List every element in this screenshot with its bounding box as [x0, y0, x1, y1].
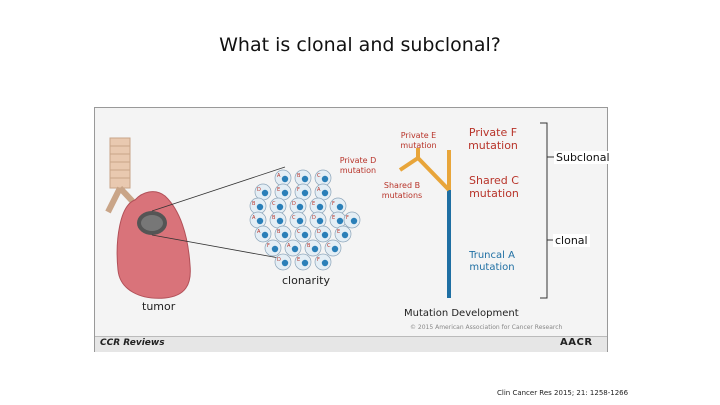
cell-letter: B	[252, 201, 256, 207]
cell-nucleus	[316, 203, 324, 211]
cell-letter: A	[277, 173, 281, 179]
cell-letter: B	[277, 229, 281, 235]
cell-nucleus	[276, 217, 284, 225]
mutation-development-label: Mutation Development	[404, 308, 519, 319]
cell-nucleus	[281, 231, 289, 239]
cell-letter: B	[272, 215, 276, 221]
cell-letter: F	[346, 215, 349, 221]
cell-nucleus	[276, 203, 284, 211]
cell-nucleus	[336, 203, 344, 211]
cell-letter: E	[312, 201, 315, 207]
tumor-cell-cluster: A B C D E F A B C D E F A B C D E F A B C D E F A B C D E F	[249, 169, 361, 271]
shared-c-label: Shared C mutation	[469, 174, 519, 200]
cell-letter: A	[287, 243, 291, 249]
cell-nucleus	[321, 175, 329, 183]
cell-nucleus	[261, 231, 269, 239]
cell-letter: C	[292, 215, 296, 221]
cell-letter: B	[297, 173, 301, 179]
cell-nucleus	[321, 189, 329, 197]
cell-letter: D	[312, 215, 316, 221]
private-d-label: Private D mutation	[339, 156, 377, 175]
shared-b-label: Shared B mutations	[381, 181, 423, 200]
cell-nucleus	[281, 189, 289, 197]
cell-nucleus	[296, 203, 304, 211]
cell-nucleus	[256, 203, 264, 211]
cell-letter: E	[297, 257, 300, 263]
cell-nucleus	[336, 217, 344, 225]
cell-nucleus	[301, 259, 309, 267]
cell-nucleus	[331, 245, 339, 253]
trachea-icon	[105, 137, 139, 214]
cell-letter: A	[257, 229, 261, 235]
cell-letter: F	[317, 257, 320, 263]
cell-letter: C	[317, 173, 321, 179]
private-f-label: Private F mutation	[468, 126, 518, 152]
cell-letter: F	[297, 187, 300, 193]
cell-nucleus	[301, 175, 309, 183]
tumor-icon	[137, 211, 167, 235]
cell-nucleus	[281, 259, 289, 267]
private-e-label: Private E mutation	[400, 131, 437, 150]
lung-icon	[116, 191, 191, 299]
clonarity-label: clonarity	[282, 274, 330, 287]
cell-nucleus	[291, 245, 299, 253]
publisher-logo: AACR	[560, 337, 593, 348]
citation: Clin Cancer Res 2015; 21: 1258-1266	[497, 389, 629, 397]
cell-letter: F	[332, 201, 335, 207]
cell-nucleus	[261, 189, 269, 197]
cell-nucleus	[296, 217, 304, 225]
cell-letter: A	[252, 215, 256, 221]
cell-nucleus	[311, 245, 319, 253]
cell-nucleus	[256, 217, 264, 225]
footer-left-text: CCR Reviews	[100, 338, 165, 348]
slide-title: What is clonal and subclonal?	[219, 34, 501, 56]
cell-nucleus	[301, 189, 309, 197]
figure-footer-bar	[95, 336, 607, 352]
cell-letter: C	[297, 229, 301, 235]
cell-letter: D	[317, 229, 321, 235]
cell-nucleus	[350, 217, 358, 225]
cell-nucleus	[341, 231, 349, 239]
cell-letter: E	[337, 229, 340, 235]
cell-letter: F	[267, 243, 270, 249]
cell-nucleus	[301, 231, 309, 239]
cell-letter: A	[317, 187, 321, 193]
cell-letter: E	[332, 215, 335, 221]
clonality-bracket	[540, 122, 560, 299]
cell-nucleus	[321, 259, 329, 267]
cell-nucleus	[281, 175, 289, 183]
tumor-label: tumor	[142, 300, 176, 313]
cell-nucleus	[321, 231, 329, 239]
cell-letter: B	[307, 243, 311, 249]
clonal-label: clonal	[553, 234, 590, 247]
cell-nucleus	[271, 245, 279, 253]
cell-letter: D	[257, 187, 261, 193]
cell-nucleus	[316, 217, 324, 225]
copyright-text: © 2015 American Association for Cancer R…	[410, 324, 563, 331]
cell-letter: E	[277, 187, 280, 193]
phylogenetic-tree	[398, 148, 451, 298]
cell-letter: C	[272, 201, 276, 207]
cell-letter: D	[277, 257, 281, 263]
cell-letter: D	[292, 201, 296, 207]
cell-letter: C	[327, 243, 331, 249]
subclonal-label: Subclonal	[554, 151, 612, 164]
truncal-a-label: Truncal A mutation	[469, 250, 515, 273]
